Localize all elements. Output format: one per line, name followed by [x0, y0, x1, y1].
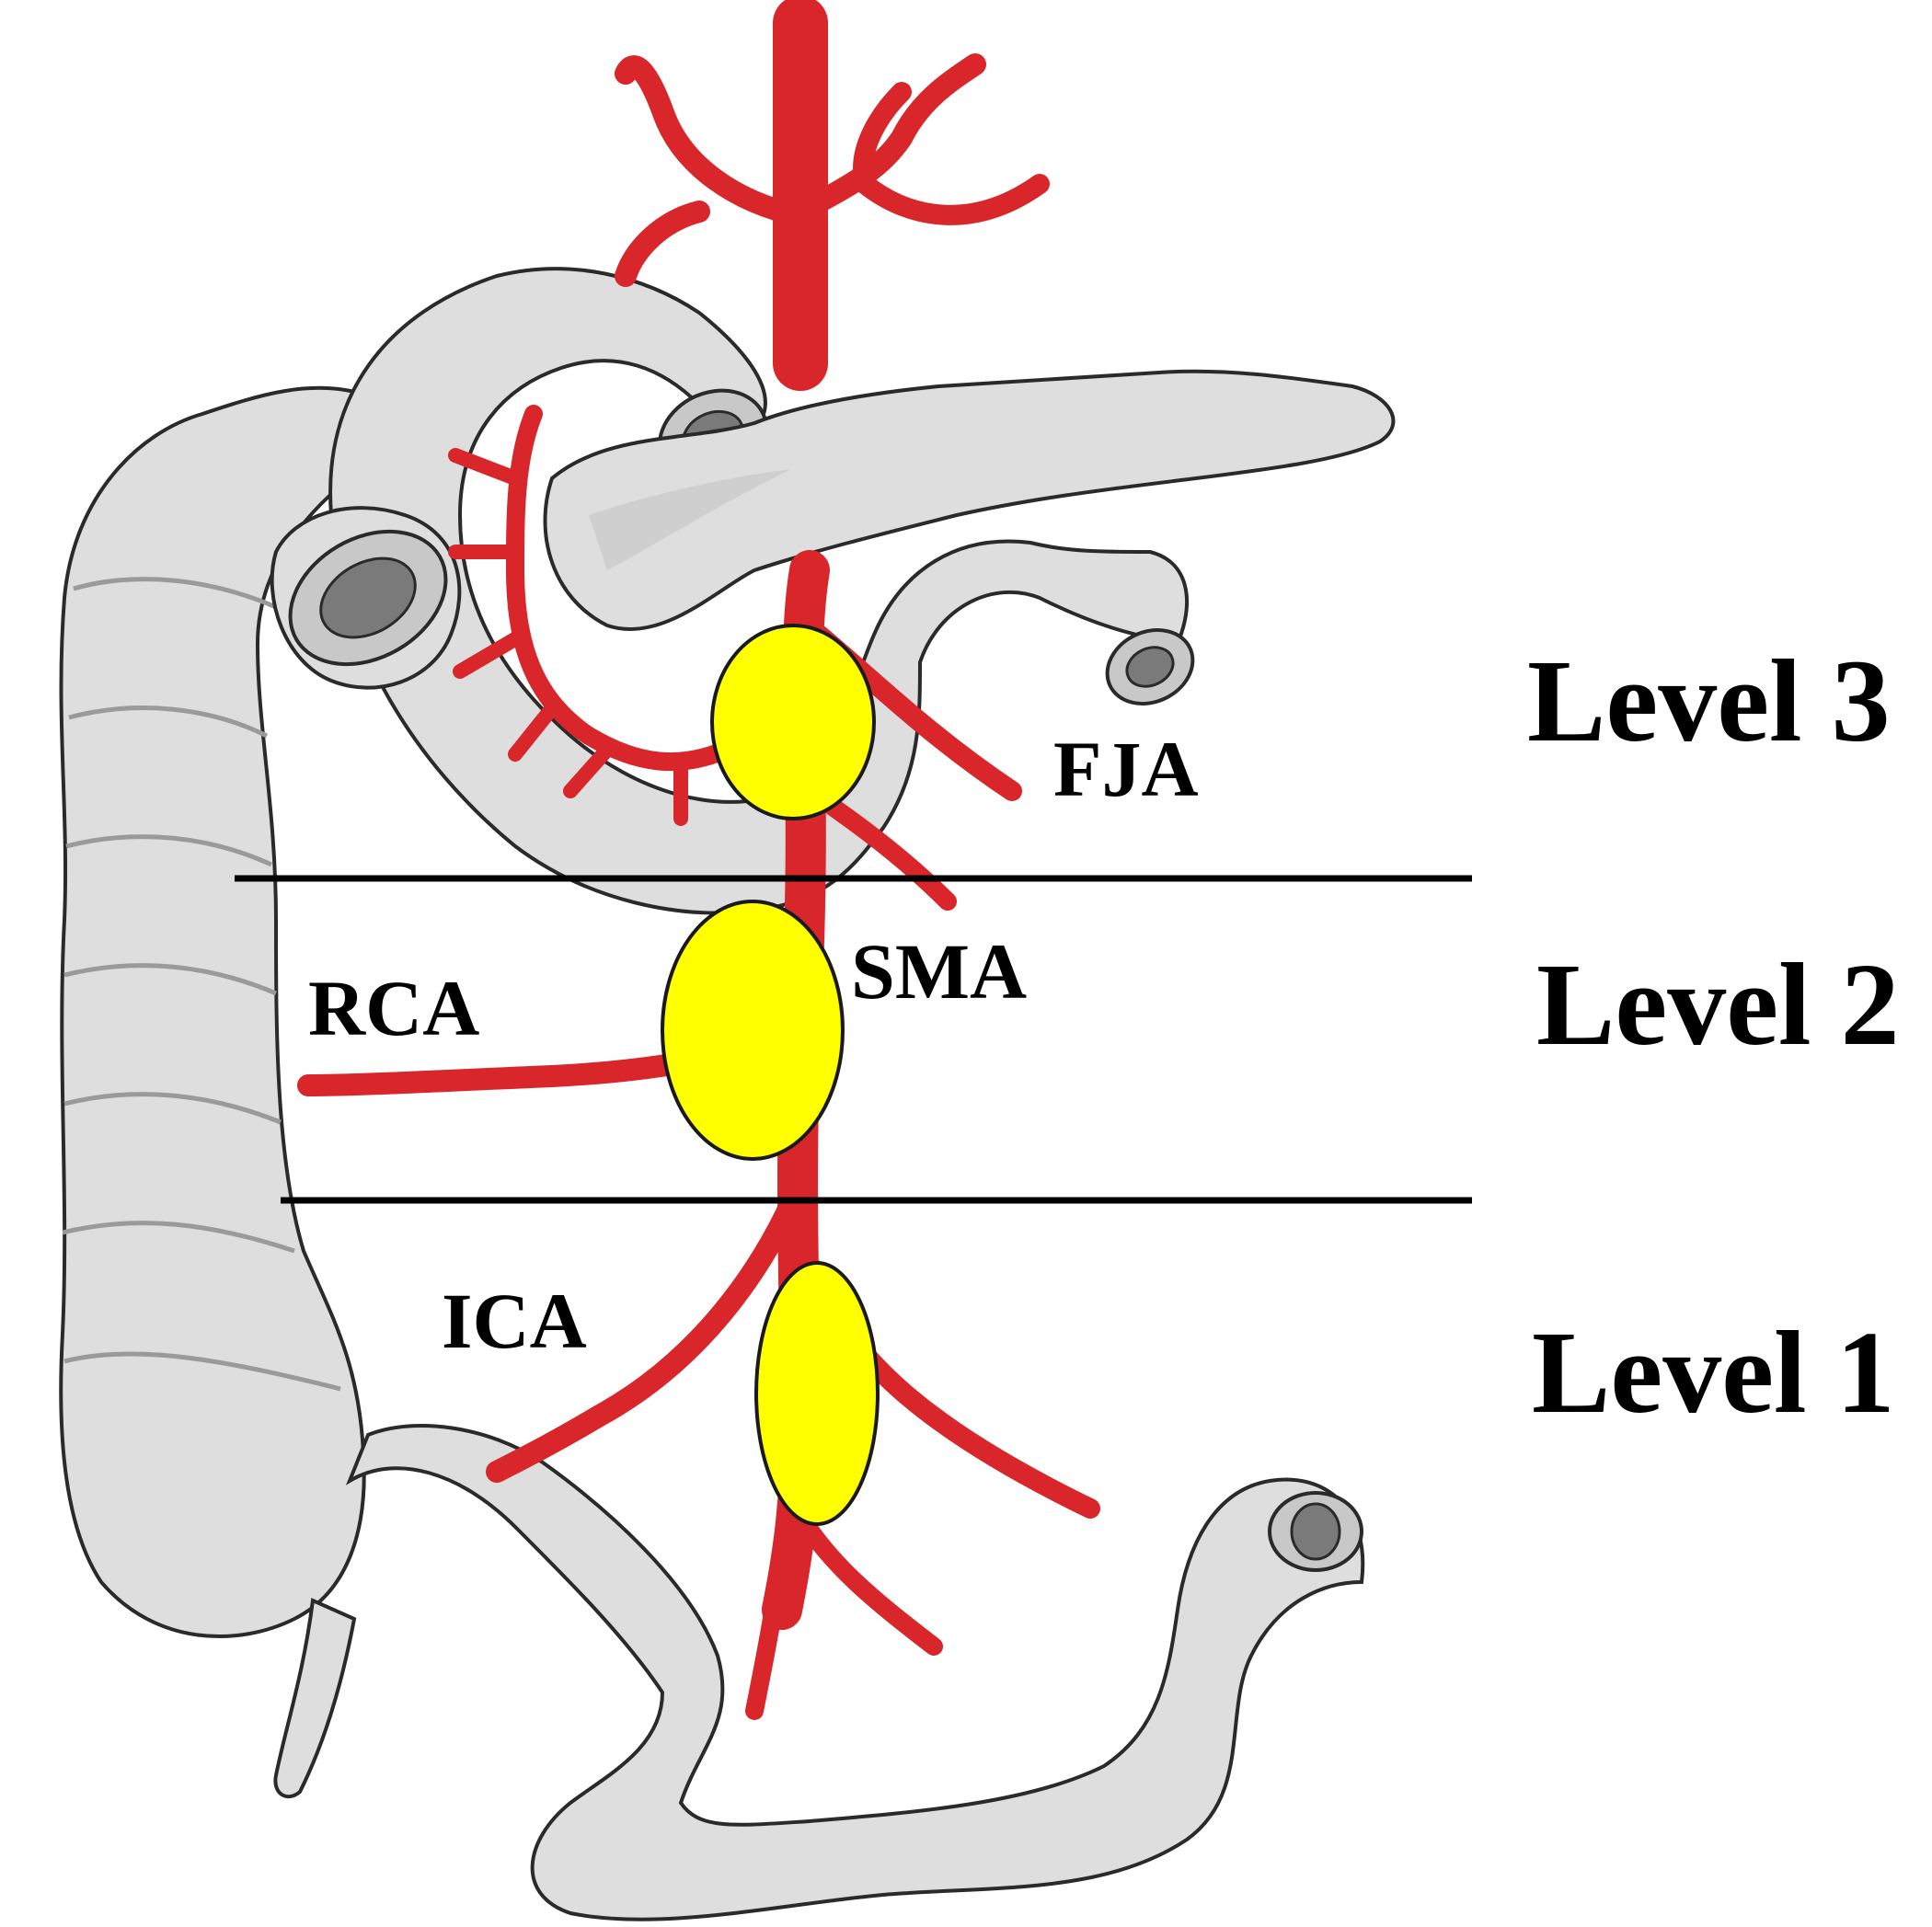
intestines: [59, 267, 1396, 1921]
appendix: [273, 1598, 357, 1799]
celiac-branch-right: [855, 174, 1050, 225]
lymph-node-level-1: [754, 1261, 880, 1526]
small-intestine: [345, 1424, 1365, 1921]
label-level-2: Level 2: [1536, 939, 1900, 1070]
label-ica: ICA: [442, 1277, 587, 1365]
level-dividers: [235, 875, 1472, 1204]
lymph-node-level-3: [710, 624, 876, 820]
label-sma: SMA: [851, 927, 1027, 1015]
label-rca: RCA: [308, 964, 479, 1052]
celiac-branch-hepatic: [615, 201, 710, 287]
lymph-node-level-2: [661, 900, 845, 1161]
pancreaticoduodenal-arcade: [506, 405, 745, 772]
pancreas: [543, 369, 1396, 632]
label-level-1: Level 1: [1532, 1307, 1895, 1438]
label-fja: FJA: [1053, 725, 1199, 813]
lymph-node-zones: [661, 624, 880, 1526]
celiac-branch-splenic: [789, 53, 986, 223]
level-labels: Level 3 Level 2 Level 1: [1527, 636, 1900, 1438]
celiac-branch-left: [615, 55, 811, 227]
label-level-3: Level 3: [1527, 636, 1891, 766]
duodenum: [328, 267, 1189, 915]
vessel-labels: FJA SMA RCA ICA: [308, 725, 1199, 1365]
ileocolic-artery: [486, 1176, 810, 1483]
